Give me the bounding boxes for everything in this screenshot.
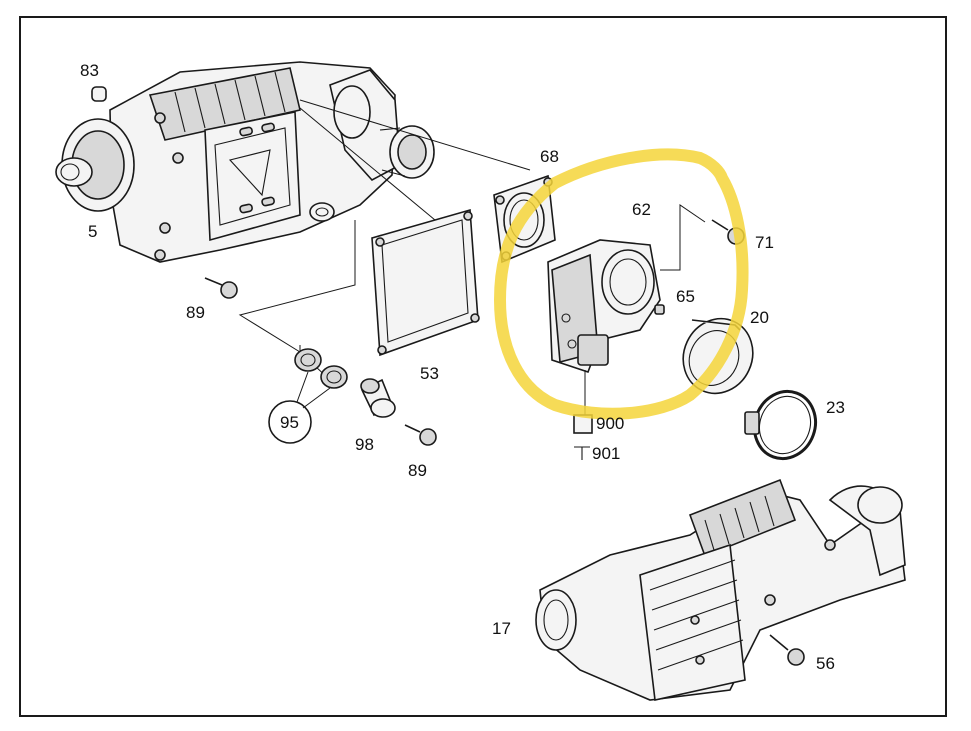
label-62: 62 xyxy=(632,200,651,219)
label-901: 901 xyxy=(592,444,620,463)
rings-95 xyxy=(268,348,348,444)
bolt-89-lower xyxy=(404,424,437,446)
label-5: 5 xyxy=(88,222,97,241)
label-23: 23 xyxy=(826,398,845,417)
bolt-56 xyxy=(769,634,805,666)
highlight-marker xyxy=(494,148,749,420)
label-68: 68 xyxy=(540,147,559,166)
label-95: 95 xyxy=(280,413,299,432)
supercharger-assembly xyxy=(55,61,435,263)
label-71: 71 xyxy=(755,233,774,252)
bolt-89-upper xyxy=(204,277,238,299)
label-89-upper: 89 xyxy=(186,303,205,322)
label-20: 20 xyxy=(750,308,769,327)
label-83: 83 xyxy=(80,61,99,80)
sleeve-98 xyxy=(360,378,396,418)
plug-83 xyxy=(91,86,107,102)
label-89-lower: 89 xyxy=(408,461,427,480)
label-900: 900 xyxy=(596,414,624,433)
intake-manifold-17 xyxy=(535,478,906,701)
label-98: 98 xyxy=(355,435,374,454)
label-56: 56 xyxy=(816,654,835,673)
screw-65 xyxy=(654,304,665,315)
diagram-frame xyxy=(19,16,947,717)
throttle-body-62 xyxy=(547,239,661,415)
tie-901 xyxy=(574,446,590,460)
label-65: 65 xyxy=(676,287,695,306)
label-53: 53 xyxy=(420,364,439,383)
gasket-53 xyxy=(371,208,480,357)
clamp-23 xyxy=(744,389,817,461)
label-17: 17 xyxy=(492,619,511,638)
